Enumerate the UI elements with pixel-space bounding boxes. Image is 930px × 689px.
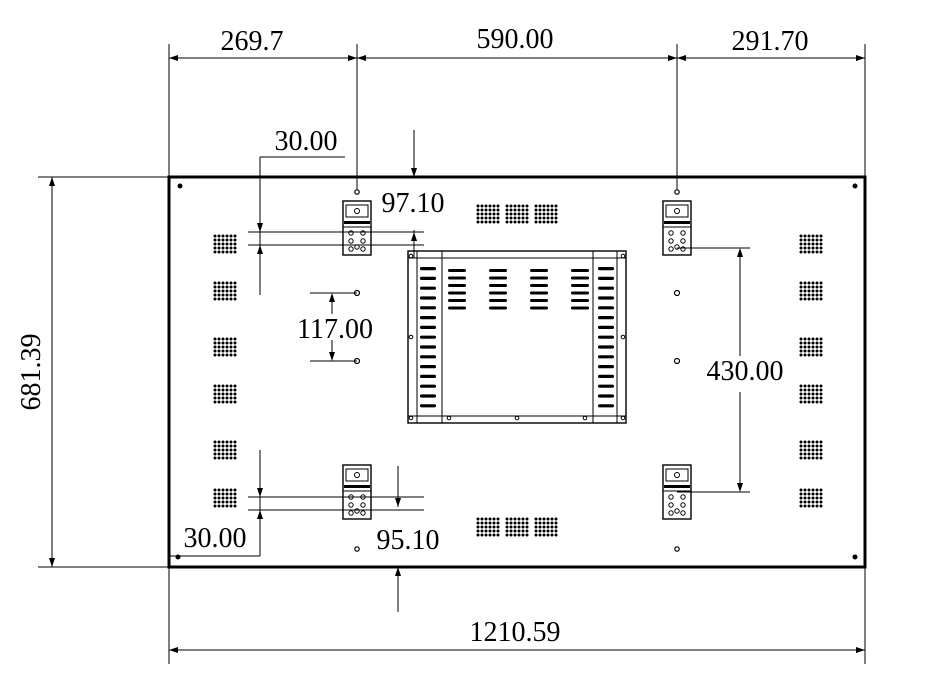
dimension-lines bbox=[38, 44, 866, 664]
dim-bottom-bracket-distance: 95.10 bbox=[377, 525, 440, 556]
vent-grid bbox=[505, 517, 529, 537]
vent-grid bbox=[799, 384, 823, 404]
vent-grid bbox=[534, 517, 558, 537]
dim-center-span: 590.00 bbox=[477, 24, 554, 55]
vent-grid bbox=[505, 204, 529, 224]
dim-right-hole-spacing: 430.00 bbox=[707, 356, 784, 387]
dim-overall-height: 681.39 bbox=[16, 334, 47, 411]
vent-grid bbox=[799, 281, 823, 301]
mounting-bracket bbox=[662, 200, 692, 256]
vent-grid bbox=[799, 488, 823, 508]
dim-top-bracket-offset: 30.00 bbox=[275, 126, 338, 157]
vent-grid bbox=[213, 234, 237, 254]
arrowheads bbox=[49, 55, 865, 653]
vent-grid bbox=[213, 281, 237, 301]
vent-grid bbox=[476, 204, 500, 224]
dim-left-offset: 269.7 bbox=[221, 26, 284, 57]
vent-grid bbox=[534, 204, 558, 224]
vent-grid bbox=[476, 517, 500, 537]
mounting-bracket bbox=[342, 200, 372, 256]
vent-grid bbox=[213, 440, 237, 460]
vent-grid bbox=[799, 440, 823, 460]
vent-grid bbox=[799, 234, 823, 254]
vent-grid bbox=[213, 384, 237, 404]
dim-top-bracket-distance: 97.10 bbox=[382, 188, 445, 219]
mounting-bracket bbox=[342, 464, 372, 520]
dim-left-hole-spacing: 117.00 bbox=[297, 314, 373, 345]
panel-outline bbox=[167, 175, 867, 569]
vent-grid bbox=[799, 337, 823, 357]
rear-electronics-box bbox=[407, 250, 627, 424]
dim-overall-width: 1210.59 bbox=[470, 617, 561, 648]
vent-grids bbox=[213, 204, 823, 537]
dim-bottom-bracket-offset: 30.00 bbox=[184, 523, 247, 554]
vent-grid bbox=[213, 337, 237, 357]
dim-right-offset: 291.70 bbox=[732, 26, 809, 57]
vent-grid bbox=[213, 488, 237, 508]
